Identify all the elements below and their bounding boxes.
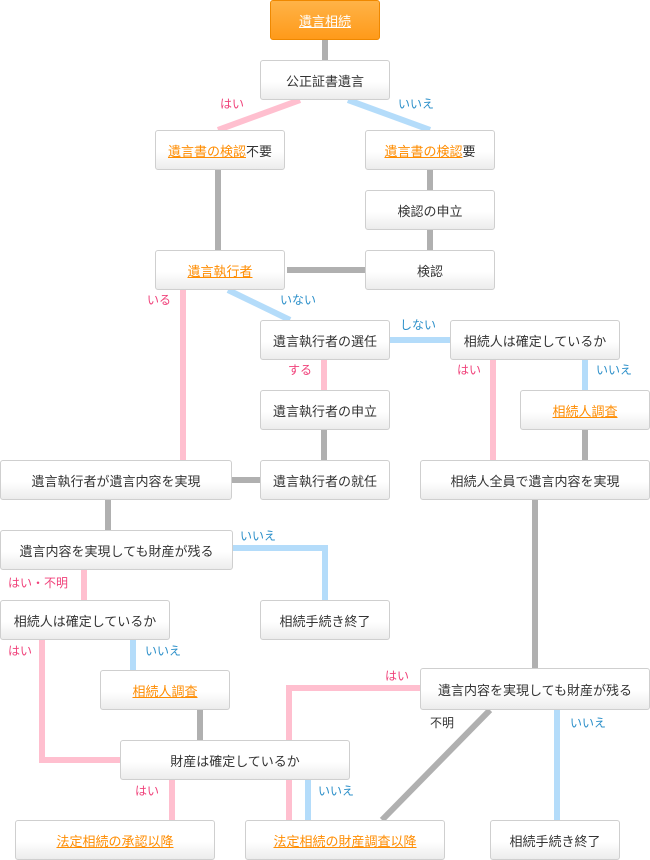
node-senin: 遺言執行者の選任 bbox=[260, 320, 390, 360]
node-zaisan-nokoru-2: 遺言内容を実現しても財産が残る bbox=[420, 668, 650, 710]
node-kenin-label: 検認 bbox=[416, 264, 443, 280]
line-iie-yo bbox=[346, 97, 432, 133]
line-fumei-zaisanchousa bbox=[379, 707, 493, 823]
label-hai-5: はい bbox=[135, 784, 160, 798]
node-shuuryou: 相続手続き終了 bbox=[260, 600, 390, 640]
label-hai-2: はい bbox=[457, 363, 482, 377]
node-souzokunin-kakutei-2: 相続人は確定しているか bbox=[0, 600, 170, 640]
node-souzokunin-kakutei-label: 相続人は確定しているか bbox=[463, 334, 607, 350]
node-zaisan-nokoru-label: 遺言内容を実現しても財産が残る bbox=[19, 544, 214, 560]
label-iie-4: いいえ bbox=[145, 644, 182, 658]
node-kousei: 公正証書遺言 bbox=[260, 60, 390, 100]
node-zaisan-kakutei: 財産は確定しているか bbox=[120, 740, 350, 780]
label-inai: いない bbox=[280, 293, 317, 307]
label-shinai: しない bbox=[400, 318, 437, 332]
label-hai-3: はい bbox=[8, 644, 33, 658]
link-zaisan-chousa[interactable]: 法定相続の財産調査以降 bbox=[273, 834, 417, 850]
link-igonsho-kenin-2[interactable]: 遺言書の検認 bbox=[384, 144, 463, 160]
node-zaisan-chousa: 法定相続の財産調査以降 bbox=[245, 820, 445, 860]
node-start-label: 遺言相続 bbox=[298, 14, 351, 30]
label-iru: いる bbox=[147, 293, 172, 307]
node-zenin-jitsugen-label: 相続人全員で遺言内容を実現 bbox=[450, 474, 620, 490]
label-fumei: 不明 bbox=[430, 716, 455, 730]
node-shikkousha: 遺言執行者 bbox=[155, 250, 285, 290]
node-senin-label: 遺言執行者の選任 bbox=[272, 334, 377, 350]
node-shikkousha-shuunin: 遺言執行者の就任 bbox=[260, 460, 390, 500]
label-hai-4: はい bbox=[385, 669, 410, 683]
node-kenin-shinritsu: 検認の申立 bbox=[365, 190, 495, 230]
label-iie-3: いいえ bbox=[240, 529, 277, 543]
node-souzokunin-kakutei: 相続人は確定しているか bbox=[450, 320, 620, 360]
node-souzokunin-chousa: 相続人調査 bbox=[520, 390, 650, 430]
link-shikkousha[interactable]: 遺言執行者 bbox=[187, 264, 253, 280]
node-zaisan-nokoru: 遺言内容を実現しても財産が残る bbox=[0, 530, 233, 570]
node-yo-label: 要 bbox=[462, 144, 476, 160]
node-souzokunin-chousa-2: 相続人調査 bbox=[100, 670, 230, 710]
link-shounin[interactable]: 法定相続の承認以降 bbox=[56, 834, 174, 850]
node-shuuryou-2: 相続手続き終了 bbox=[490, 820, 620, 860]
node-shikkousha-moushitate-label: 遺言執行者の申立 bbox=[272, 404, 377, 420]
node-shikkousha-shuunin-label: 遺言執行者の就任 bbox=[272, 474, 377, 490]
label-iie-1: いいえ bbox=[398, 97, 435, 111]
link-souzokunin-chousa[interactable]: 相続人調査 bbox=[552, 404, 618, 420]
label-hai-fumei: はい・不明 bbox=[8, 576, 69, 590]
node-shikkousha-moushitate: 遺言執行者の申立 bbox=[260, 390, 390, 430]
label-hai-1: はい bbox=[220, 97, 245, 111]
node-shikkousha-jitsugen: 遺言執行者が遺言内容を実現 bbox=[0, 460, 232, 500]
node-kenin: 検認 bbox=[365, 250, 495, 290]
node-start[interactable]: 遺言相続 bbox=[270, 0, 380, 40]
node-kenin-fuyou: 遺言書の検認不要 bbox=[155, 130, 285, 170]
node-fuyou-label: 不要 bbox=[246, 144, 273, 160]
label-iie-5: いいえ bbox=[570, 716, 607, 730]
node-kenin-shinritsu-label: 検認の申立 bbox=[397, 204, 463, 220]
node-souzokunin-kakutei-2-label: 相続人は確定しているか bbox=[13, 614, 157, 630]
label-iie-6: いいえ bbox=[318, 784, 355, 798]
node-zenin-jitsugen: 相続人全員で遺言内容を実現 bbox=[420, 460, 650, 500]
label-iie-2: いいえ bbox=[596, 363, 633, 377]
node-kousei-label: 公正証書遺言 bbox=[285, 74, 364, 90]
node-zaisan-nokoru-2-label: 遺言内容を実現しても財産が残る bbox=[438, 683, 632, 699]
node-zaisan-kakutei-label: 財産は確定しているか bbox=[170, 754, 300, 770]
node-shikkousha-jitsugen-label: 遺言執行者が遺言内容を実現 bbox=[31, 474, 201, 490]
label-suru: する bbox=[288, 363, 313, 377]
line-iie-shuuryou bbox=[233, 545, 328, 600]
line-hai-kakutei2 bbox=[39, 640, 120, 763]
node-shounin: 法定相続の承認以降 bbox=[15, 820, 215, 860]
line-hai-fuyou bbox=[216, 97, 302, 133]
line-inai bbox=[226, 287, 292, 323]
link-igonsho-kenin[interactable]: 遺言書の検認 bbox=[167, 144, 246, 160]
link-souzokunin-chousa-2[interactable]: 相続人調査 bbox=[132, 684, 198, 700]
node-shuuryou-label: 相続手続き終了 bbox=[279, 614, 371, 630]
node-kenin-yo: 遺言書の検認要 bbox=[365, 130, 495, 170]
node-shuuryou-2-label: 相続手続き終了 bbox=[509, 834, 601, 850]
